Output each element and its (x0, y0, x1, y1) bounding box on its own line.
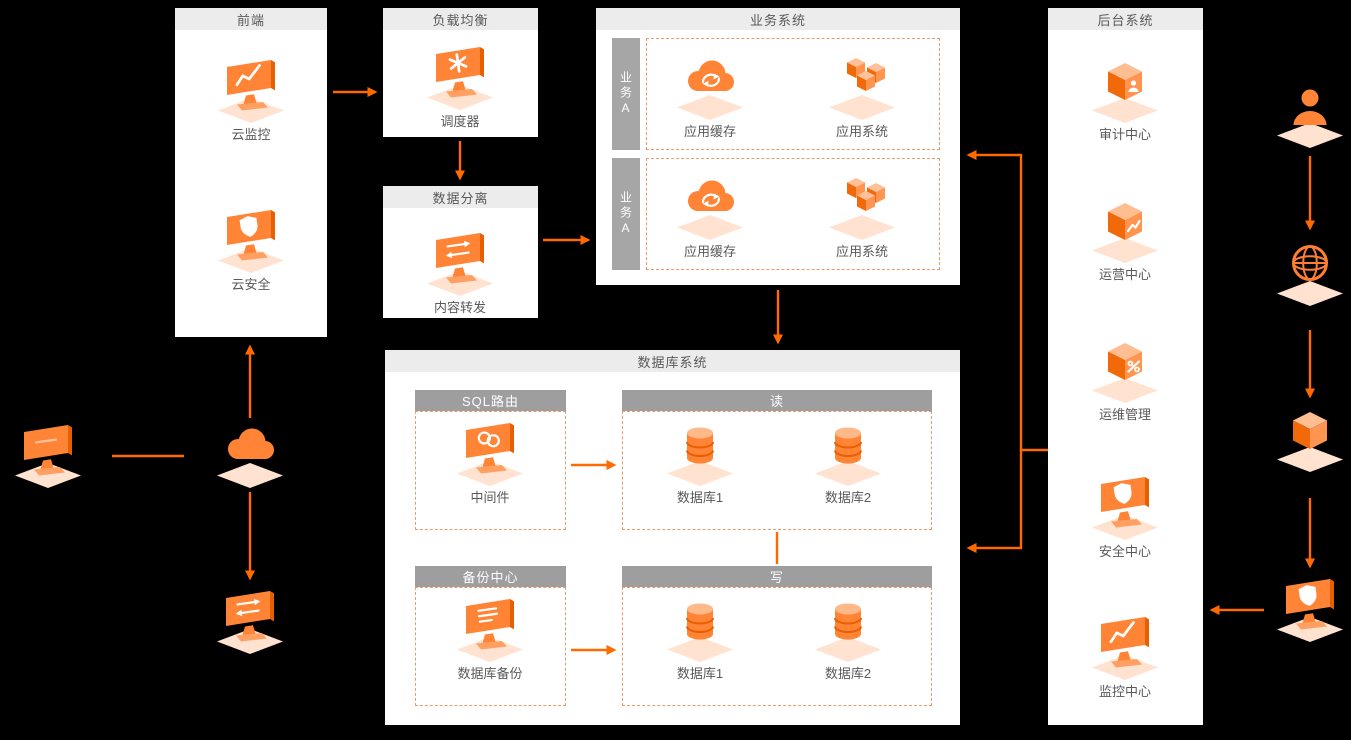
middleware-node: 中间件 (435, 418, 545, 506)
app-cache-label: 应用缓存 (683, 124, 736, 139)
scheduler-node: 调度器 (405, 42, 515, 130)
user-icon (1272, 80, 1348, 148)
database-backup-icon (452, 594, 528, 662)
frontend-panel: 前端 云监控 云安全 (175, 8, 327, 337)
write-database-2-label: 数据库2 (824, 666, 872, 681)
app-system-label: 应用系统 (835, 124, 888, 139)
app-system-label: 应用系统 (835, 244, 888, 259)
database-icon (662, 594, 738, 662)
app-cache-node-2: 应用缓存 (655, 172, 765, 260)
security-center-node: 安全中心 (1070, 472, 1180, 560)
app-cache-node-1: 应用缓存 (655, 52, 765, 140)
business-row1-dashed-region (646, 38, 940, 150)
backup-center-dashed-region (415, 587, 566, 706)
database-system-panel: 数据库系统 SQL路由 中间件 读 数据库1 数据库2 备份中心 数据库备份 写… (385, 350, 960, 725)
ops-management-node: 运维管理 (1070, 335, 1180, 423)
forward-terminal-icon (212, 586, 288, 654)
app-system-icon (824, 172, 900, 240)
monitor-center-icon (1087, 612, 1163, 680)
scheduler-icon (422, 42, 498, 110)
content-forward-node: 内容转发 (405, 228, 515, 316)
write-group-dashed-region (622, 587, 932, 706)
operation-center-label: 运营中心 (1098, 267, 1151, 282)
cloud-monitor-label: 云监控 (231, 127, 271, 142)
ops-management-icon (1087, 335, 1163, 403)
read-group-dashed-region (622, 411, 932, 530)
load-balancer-panel: 负载均衡 调度器 (383, 8, 538, 137)
backend-system-panel: 后台系统 审计中心 运营中心 运维管理 安全中心 监控中心 (1048, 8, 1203, 725)
ops-management-label: 运维管理 (1098, 407, 1151, 422)
database-backup-node: 数据库备份 (435, 594, 545, 682)
middleware-icon (452, 418, 528, 486)
app-cache-icon (672, 52, 748, 120)
right-internet-node (1272, 238, 1348, 306)
business-row1-band-label: 业务A (618, 70, 633, 118)
load-balancer-panel-title: 负载均衡 (383, 8, 538, 30)
app-system-icon (824, 52, 900, 120)
terminal-icon (10, 420, 86, 488)
middleware-label: 中间件 (470, 490, 510, 505)
write-group-header: 写 (622, 566, 932, 587)
frontend-panel-title: 前端 (175, 8, 327, 30)
read-database-1-node: 数据库1 (645, 418, 755, 506)
app-cache-icon (672, 172, 748, 240)
data-separation-panel-title: 数据分离 (383, 186, 538, 208)
business-system-panel: 业务系统 业务A 应用缓存 应用系统 业务A 应用缓存 应用系统 (596, 8, 960, 285)
business-row1-band: 业务A (612, 38, 640, 150)
read-group-header: 读 (622, 390, 932, 411)
operation-center-node: 运营中心 (1070, 195, 1180, 283)
left-forward-terminal-node (212, 586, 288, 654)
cloud-monitor-node: 云监控 (196, 55, 306, 143)
content-forward-icon (422, 228, 498, 296)
write-database-2-node: 数据库2 (793, 594, 903, 682)
database-system-panel-title: 数据库系统 (385, 350, 960, 372)
app-system-node-1: 应用系统 (807, 52, 917, 140)
cloud-security-node: 云安全 (196, 205, 306, 293)
cube-icon (1272, 404, 1348, 472)
security-terminal-icon (1272, 574, 1348, 642)
read-database-2-node: 数据库2 (793, 418, 903, 506)
business-row2-band: 业务A (612, 158, 640, 270)
write-database-1-node: 数据库1 (645, 594, 755, 682)
operation-center-icon (1087, 195, 1163, 263)
backup-center-header: 备份中心 (415, 566, 566, 587)
write-database-1-label: 数据库1 (676, 666, 724, 681)
cloud-security-icon (213, 205, 289, 273)
app-system-node-2: 应用系统 (807, 172, 917, 260)
content-forward-label: 内容转发 (433, 300, 486, 315)
backend-system-panel-title: 后台系统 (1048, 8, 1203, 30)
read-database-1-label: 数据库1 (676, 490, 724, 505)
sql-router-header: SQL路由 (415, 390, 566, 411)
monitor-center-label: 监控中心 (1098, 684, 1151, 699)
audit-center-label: 审计中心 (1098, 127, 1151, 142)
sql-router-dashed-region (415, 411, 566, 530)
cloud-monitor-icon (213, 55, 289, 123)
database-icon (810, 418, 886, 486)
cloud-security-label: 云安全 (231, 277, 271, 292)
globe-icon (1272, 238, 1348, 306)
scheduler-label: 调度器 (440, 114, 480, 129)
security-center-icon (1087, 472, 1163, 540)
database-icon (810, 594, 886, 662)
audit-center-node: 审计中心 (1070, 55, 1180, 143)
business-row2-band-label: 业务A (618, 190, 633, 238)
left-cloud-node (212, 420, 288, 488)
right-resource-node (1272, 404, 1348, 472)
security-center-label: 安全中心 (1098, 544, 1151, 559)
business-system-panel-title: 业务系统 (596, 8, 960, 30)
database-backup-label: 数据库备份 (457, 666, 523, 681)
data-separation-panel: 数据分离 内容转发 (383, 186, 538, 318)
monitor-center-node: 监控中心 (1070, 612, 1180, 700)
read-database-2-label: 数据库2 (824, 490, 872, 505)
right-security-terminal-node (1272, 574, 1348, 642)
app-cache-label: 应用缓存 (683, 244, 736, 259)
cloud-icon (212, 420, 288, 488)
right-user-node (1272, 80, 1348, 148)
audit-center-icon (1087, 55, 1163, 123)
left-terminal-node (10, 420, 86, 488)
business-row2-dashed-region (646, 158, 940, 270)
database-icon (662, 418, 738, 486)
